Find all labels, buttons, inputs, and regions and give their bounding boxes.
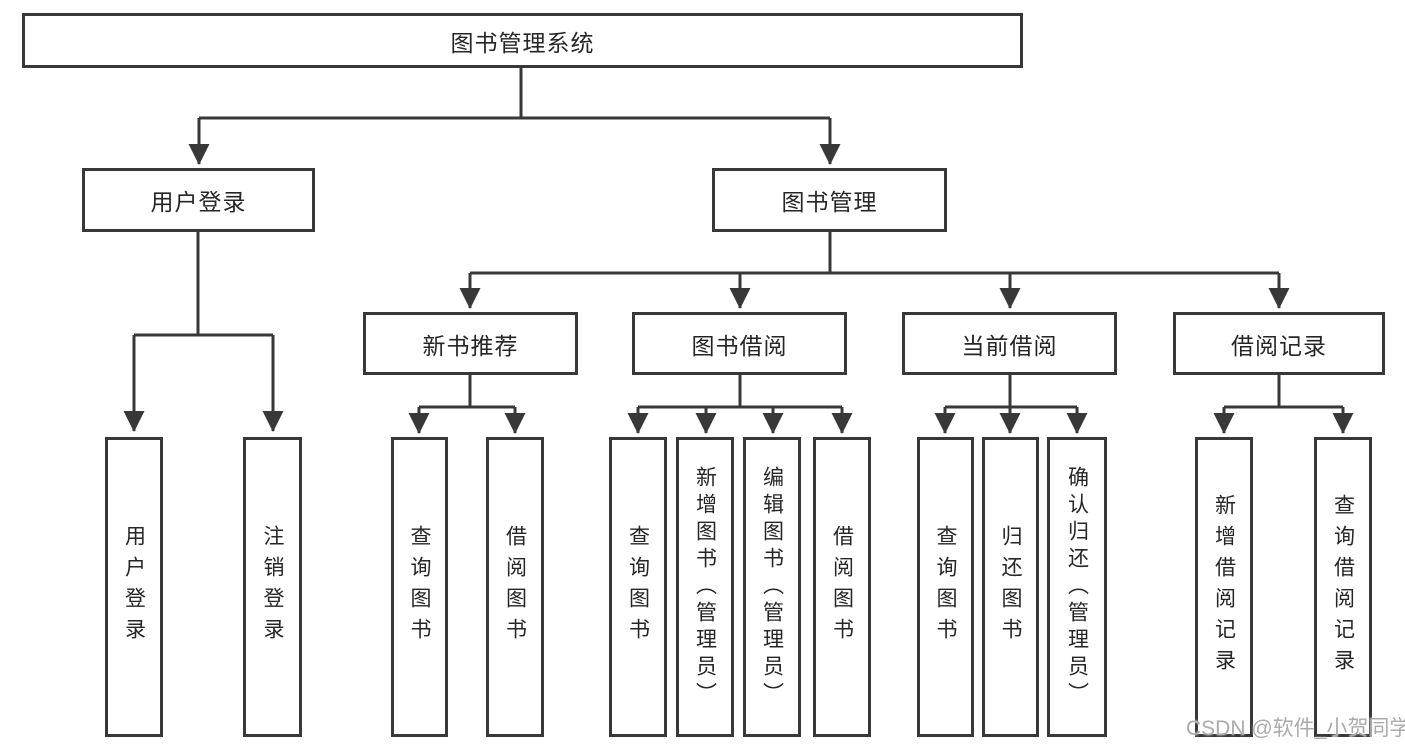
node-current-borrowing: 当前借阅 (902, 312, 1117, 375)
leaf-label: 新增图书（管理员） (693, 465, 717, 709)
leaf-add-borrow-record: 新增借阅记录 (1195, 437, 1253, 737)
leaf-label: 编辑图书（管理员） (760, 465, 784, 709)
leaf-borrow-books: 借阅图书 (813, 437, 871, 737)
leaf-user-login: 用户登录 (105, 437, 163, 737)
leaf-query-books-current: 查询图书 (917, 437, 974, 737)
node-book-borrowing: 图书借阅 (632, 312, 847, 375)
leaf-label: 借阅图书 (503, 525, 527, 649)
node-root: 图书管理系统 (22, 13, 1023, 68)
leaf-label: 借阅图书 (830, 525, 854, 649)
leaf-label: 查询图书 (626, 525, 650, 649)
leaf-logout: 注销登录 (243, 437, 302, 737)
leaf-edit-book-admin: 编辑图书（管理员） (743, 437, 801, 737)
leaf-label: 查询借阅记录 (1331, 494, 1355, 680)
leaf-return-book: 归还图书 (982, 437, 1039, 737)
csdn-watermark: CSDN @软件_小贺同学 (1186, 717, 1405, 740)
leaf-confirm-return-admin: 确认归还（管理员） (1047, 437, 1107, 737)
leaf-query-books-rec: 查询图书 (391, 437, 448, 737)
leaf-add-book-admin: 新增图书（管理员） (676, 437, 734, 737)
leaf-label: 注销登录 (261, 525, 284, 649)
leaf-query-books-borrow: 查询图书 (609, 437, 667, 737)
leaf-label: 确认归还（管理员） (1065, 465, 1089, 709)
leaf-label: 用户登录 (122, 525, 146, 649)
leaf-label: 新增借阅记录 (1212, 494, 1236, 680)
leaf-label: 查询图书 (408, 525, 431, 649)
leaf-query-borrow-record: 查询借阅记录 (1314, 437, 1372, 737)
leaf-label: 归还图书 (999, 525, 1022, 649)
node-book-management: 图书管理 (712, 168, 947, 232)
leaf-label: 查询图书 (934, 525, 957, 649)
node-user-login: 用户登录 (82, 168, 315, 232)
node-borrowing-records: 借阅记录 (1173, 312, 1385, 375)
node-new-book-recommendation: 新书推荐 (363, 312, 578, 375)
leaf-borrow-books-rec: 借阅图书 (486, 437, 544, 737)
